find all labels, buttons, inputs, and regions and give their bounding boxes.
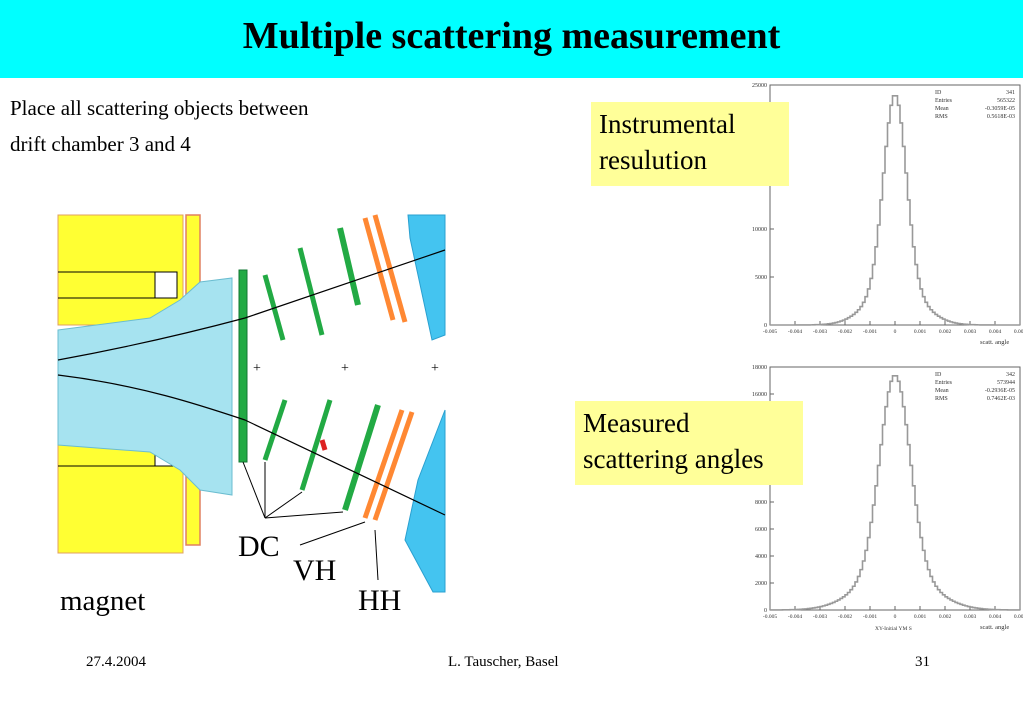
y-tick-label: 10000 — [752, 227, 767, 233]
y-tick-label: 2000 — [755, 581, 767, 587]
plot-frame — [769, 84, 1021, 326]
x-tick-label: 0.005 — [1014, 614, 1023, 620]
stats-key: Entries — [935, 98, 953, 104]
y-tick-label: 25000 — [752, 83, 767, 89]
x-tick-label: 0.003 — [964, 614, 977, 620]
x-tick-label: -0.005 — [763, 329, 777, 335]
x-tick-label: 0.004 — [989, 614, 1002, 620]
label-dc: DC — [238, 530, 280, 563]
callout-instrumental: Instrumental resulution — [591, 102, 789, 186]
footer-page: 31 — [915, 654, 930, 670]
stats-key: ID — [935, 372, 942, 378]
y-tick-label: 5000 — [755, 275, 767, 281]
sub-label: XY-Initial YM S — [875, 626, 912, 632]
footer-date: 27.4.2004 — [86, 654, 146, 670]
detector-diagram: + + + DC VH HH magnet — [57, 214, 446, 617]
y-tick-label: 0 — [764, 608, 767, 614]
x-tick-label: -0.001 — [863, 614, 877, 620]
x-tick-label: 0.002 — [939, 614, 952, 620]
stats-key: Entries — [935, 380, 953, 386]
y-tick-label: 4000 — [755, 554, 767, 560]
stats-value: -0.3059E-05 — [985, 106, 1015, 112]
track-top — [57, 249, 446, 361]
x-tick-label: -0.005 — [763, 614, 777, 620]
y-tick-label: 6000 — [755, 527, 767, 533]
label-magnet: magnet — [60, 585, 145, 617]
stats-key: Mean — [935, 106, 949, 112]
x-tick-label: 0.003 — [964, 329, 977, 335]
x-tick-label: -0.004 — [788, 614, 802, 620]
y-tick-label: 18000 — [752, 365, 767, 371]
histogram-instrumental: 0500010000150002000025000-0.005-0.004-0.… — [752, 83, 1023, 346]
stats-value: 565322 — [997, 98, 1015, 104]
callout-instrumental-line-1: Instrumental — [599, 109, 736, 139]
downstream-block-top — [407, 214, 446, 341]
x-tick-label: 0.005 — [1014, 329, 1023, 335]
stats-key: ID — [935, 90, 942, 96]
stats-key: RMS — [935, 114, 948, 120]
stats-key: RMS — [935, 396, 948, 402]
x-tick-label: -0.002 — [838, 614, 852, 620]
x-tick-label: -0.004 — [788, 329, 802, 335]
x-tick-label: -0.003 — [813, 614, 827, 620]
downstream-block-bottom — [404, 409, 446, 593]
x-tick-label: -0.003 — [813, 329, 827, 335]
title-bar — [0, 0, 1023, 78]
hh-top-1 — [362, 217, 396, 321]
x-tick-label: 0.002 — [939, 329, 952, 335]
x-tick-label: 0.004 — [989, 329, 1002, 335]
y-tick-label: 8000 — [755, 500, 767, 506]
callout-measured: Measured scattering angles — [575, 401, 803, 485]
stats-value: 573944 — [997, 380, 1015, 386]
x-axis-label: scatt. angle — [980, 339, 1009, 346]
intro-text: Place all scattering objects between dri… — [10, 90, 309, 162]
intro-line-2: drift chamber 3 and 4 — [10, 132, 191, 156]
stats-key: Mean — [935, 388, 949, 394]
plus-mark-3: + — [431, 361, 439, 376]
y-tick-label: 16000 — [752, 392, 767, 398]
magnet-yoke-top — [57, 214, 184, 326]
x-tick-label: 0 — [894, 614, 897, 620]
x-tick-label: -0.002 — [838, 329, 852, 335]
callout-measured-line-2: scattering angles — [583, 444, 764, 474]
histogram-series — [769, 374, 1021, 611]
x-tick-label: 0 — [894, 329, 897, 335]
plot-frame — [769, 366, 1021, 611]
stats-value: -0.2936E-05 — [985, 388, 1015, 394]
stats-value: 0.5618E-03 — [987, 114, 1015, 120]
label-hh: HH — [358, 584, 401, 617]
track-bottom — [57, 374, 446, 516]
y-tick-label: 0 — [764, 323, 767, 329]
slide-title: Multiple scattering measurement — [242, 15, 781, 57]
label-vh: VH — [293, 554, 336, 587]
stats-value: 341 — [1006, 90, 1015, 96]
x-axis-label: scatt. angle — [980, 624, 1009, 631]
callout-instrumental-line-2: resulution — [599, 145, 707, 175]
footer-author: L. Tauscher, Basel — [448, 654, 559, 670]
stats-value: 342 — [1006, 372, 1015, 378]
x-tick-label: 0.001 — [914, 614, 927, 620]
dc-chamber — [238, 269, 248, 463]
callout-measured-line-1: Measured — [583, 408, 690, 438]
histogram-measured: 0200040006000800010000120001400016000180… — [752, 365, 1023, 632]
plus-mark-1: + — [253, 361, 261, 376]
intro-line-1: Place all scattering objects between — [10, 96, 309, 120]
x-tick-label: -0.001 — [863, 329, 877, 335]
stats-value: 0.7462E-03 — [987, 396, 1015, 402]
histogram-series — [770, 95, 1020, 326]
x-tick-label: 0.001 — [914, 329, 927, 335]
plus-mark-2: + — [341, 361, 349, 376]
